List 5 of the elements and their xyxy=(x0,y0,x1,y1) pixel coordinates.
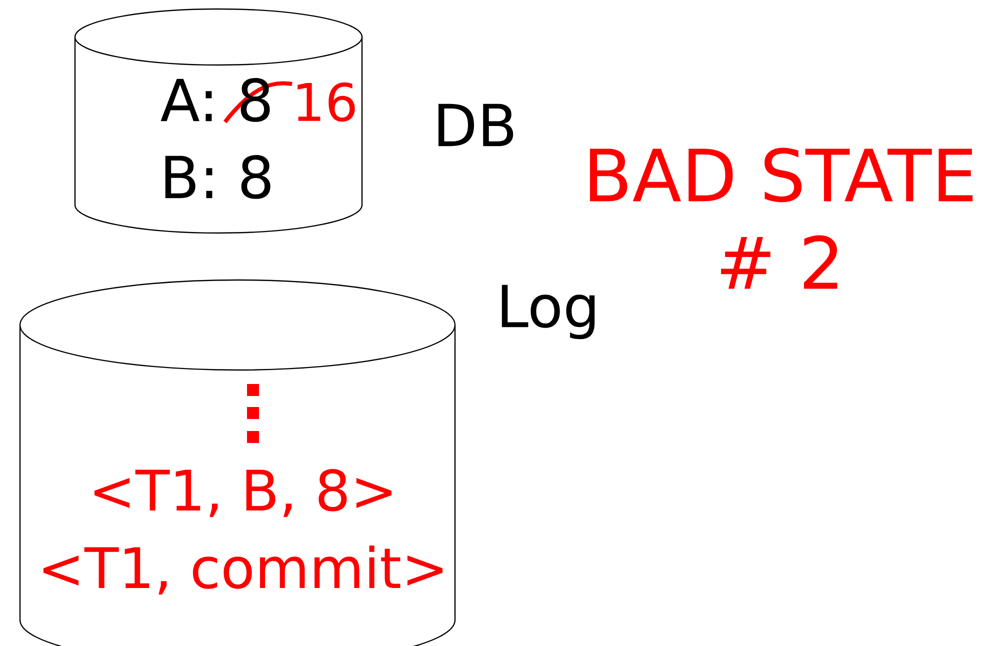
cylinder-caption: Log xyxy=(502,284,595,340)
status-text: BAD STATE xyxy=(590,148,973,202)
cylinder-caption: DB xyxy=(438,104,514,146)
cylinder: <T1, B, 8> <T1, commit> xyxy=(19,279,456,646)
status-text: # 2 xyxy=(721,235,838,289)
